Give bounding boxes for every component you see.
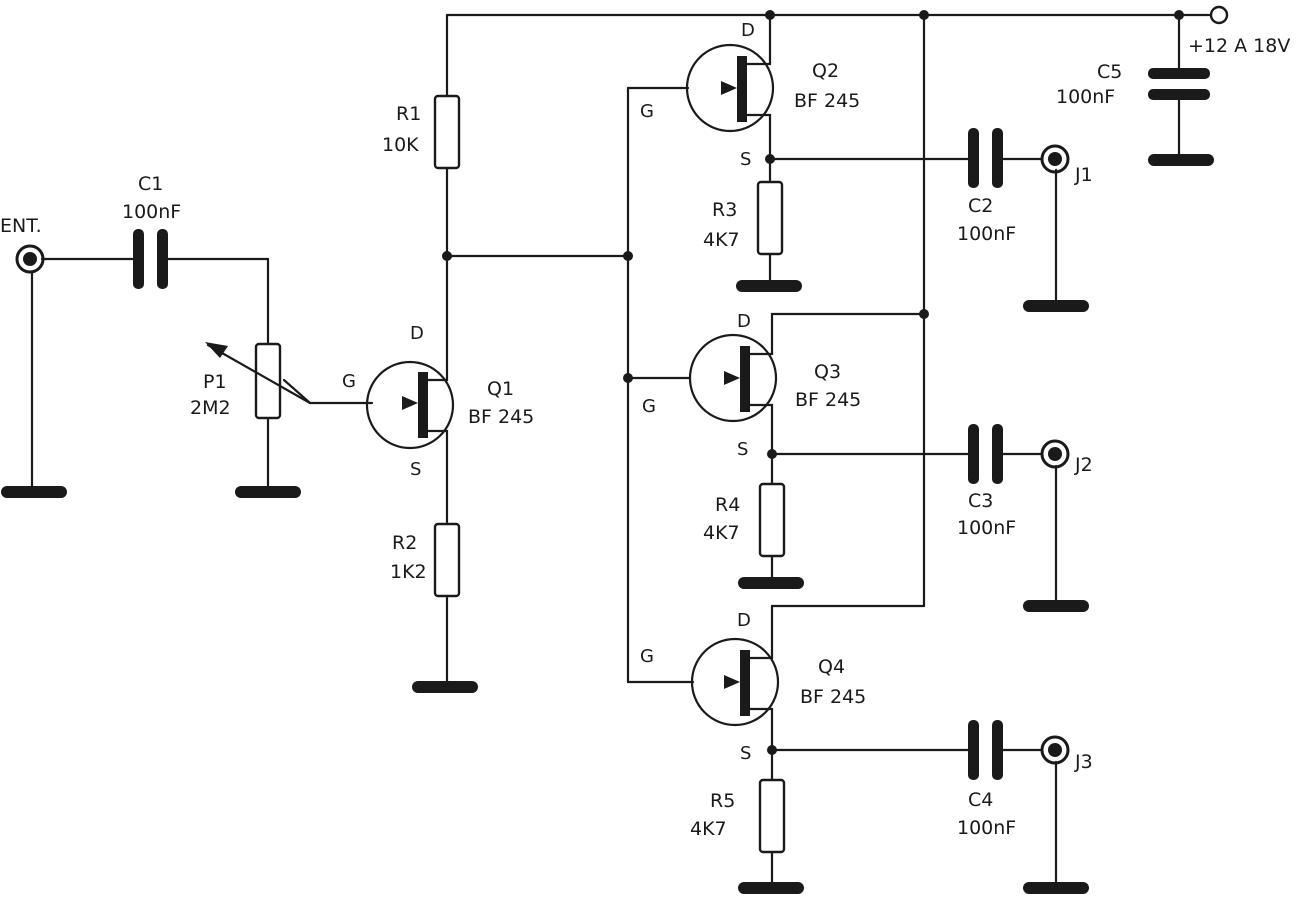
transistor-q1 bbox=[365, 360, 455, 450]
q1-ref: Q1 bbox=[487, 378, 514, 400]
r2-value: 1K2 bbox=[390, 561, 427, 583]
q1-type: BF 245 bbox=[468, 406, 534, 428]
ground-symbol bbox=[412, 681, 478, 693]
capacitor-c5 bbox=[1148, 68, 1210, 100]
capacitor-c2 bbox=[968, 128, 1003, 188]
junction-dot bbox=[1174, 10, 1184, 20]
wiring bbox=[30, 13, 1212, 887]
resistor-r1 bbox=[433, 94, 461, 170]
r3-value: 4K7 bbox=[703, 229, 740, 251]
q1-source-label: S bbox=[410, 459, 421, 480]
ground-symbol bbox=[235, 486, 301, 498]
ground-symbol bbox=[1148, 154, 1214, 166]
resistor-r4 bbox=[758, 482, 786, 558]
r5-ref: R5 bbox=[710, 790, 735, 812]
q1-gate-label: G bbox=[342, 371, 356, 392]
junction-dot bbox=[623, 251, 633, 261]
supply-label: +12 A 18V bbox=[1188, 35, 1290, 57]
junction-dot bbox=[919, 309, 929, 319]
transistor-q3 bbox=[688, 333, 778, 423]
input-label: ENT. bbox=[0, 215, 42, 237]
output-label-j2: J2 bbox=[1074, 454, 1093, 476]
input-jack-icon bbox=[15, 244, 45, 274]
capacitor-c1 bbox=[133, 229, 168, 289]
ground-symbol bbox=[738, 882, 804, 894]
r5-value: 4K7 bbox=[690, 818, 727, 840]
q4-ref: Q4 bbox=[818, 656, 845, 678]
p1-value: 2M2 bbox=[190, 397, 231, 419]
ground-symbol bbox=[1, 486, 67, 498]
q2-source-label: S bbox=[740, 149, 751, 170]
junction-dot bbox=[767, 745, 777, 755]
potentiometer-p1 bbox=[205, 342, 312, 420]
q2-gate-label: G bbox=[640, 101, 654, 122]
r2-ref: R2 bbox=[392, 532, 417, 554]
wire bbox=[770, 312, 926, 347]
q2-type: BF 245 bbox=[794, 90, 860, 112]
c3-ref: C3 bbox=[968, 490, 993, 512]
resistor-r5 bbox=[758, 778, 786, 854]
output-jack-j3-icon bbox=[1040, 735, 1070, 765]
q4-source-label: S bbox=[740, 743, 751, 764]
wire bbox=[282, 378, 374, 405]
supply-terminal bbox=[1209, 5, 1229, 25]
q1-drain-label: D bbox=[410, 323, 424, 344]
grounds bbox=[1, 154, 1214, 894]
output-label-j1: J1 bbox=[1074, 164, 1093, 186]
q3-source-label: S bbox=[737, 439, 748, 460]
capacitor-c3 bbox=[968, 424, 1003, 484]
c3-value: 100nF bbox=[957, 517, 1016, 539]
transistor-q2 bbox=[685, 43, 775, 133]
r4-value: 4K7 bbox=[703, 522, 740, 544]
q3-type: BF 245 bbox=[795, 389, 861, 411]
output-label-j3: J3 bbox=[1074, 751, 1093, 773]
p1-ref: P1 bbox=[203, 371, 227, 393]
c2-value: 100nF bbox=[957, 223, 1016, 245]
junction-dot bbox=[765, 154, 775, 164]
c1-ref: C1 bbox=[138, 173, 163, 195]
r4-ref: R4 bbox=[715, 494, 740, 516]
r3-ref: R3 bbox=[712, 199, 737, 221]
r1-ref: R1 bbox=[396, 103, 421, 125]
junction-dot bbox=[442, 251, 452, 261]
c4-ref: C4 bbox=[968, 789, 993, 811]
c5-ref: C5 bbox=[1097, 61, 1122, 83]
ground-symbol bbox=[1023, 300, 1089, 312]
ground-symbol bbox=[736, 280, 802, 292]
transistor-q4 bbox=[690, 637, 780, 727]
junction-dot bbox=[765, 10, 775, 20]
output-jack-j1-icon bbox=[1040, 144, 1070, 174]
c5-value: 100nF bbox=[1056, 86, 1115, 108]
junction-dot bbox=[767, 449, 777, 459]
q2-drain-label: D bbox=[741, 20, 755, 41]
junctions bbox=[442, 10, 1184, 755]
junction-dot bbox=[919, 10, 929, 20]
q4-gate-label: G bbox=[640, 646, 654, 667]
q3-ref: Q3 bbox=[814, 361, 841, 383]
ground-symbol bbox=[1023, 600, 1089, 612]
c4-value: 100nF bbox=[957, 817, 1016, 839]
q4-drain-label: D bbox=[737, 610, 751, 631]
ground-symbol bbox=[738, 577, 804, 589]
q4-type: BF 245 bbox=[800, 686, 866, 708]
capacitor-c4 bbox=[968, 720, 1003, 780]
q2-ref: Q2 bbox=[812, 60, 839, 82]
r1-value: 10K bbox=[382, 134, 419, 156]
resistor-r2 bbox=[433, 522, 461, 598]
q3-gate-label: G bbox=[642, 396, 656, 417]
q3-drain-label: D bbox=[737, 311, 751, 332]
c1-value: 100nF bbox=[122, 201, 181, 223]
junction-dot bbox=[623, 373, 633, 383]
resistor-r3 bbox=[756, 180, 784, 256]
wire bbox=[770, 604, 926, 652]
ground-symbol bbox=[1023, 882, 1089, 894]
output-jack-j2-icon bbox=[1040, 439, 1070, 469]
c2-ref: C2 bbox=[968, 195, 993, 217]
